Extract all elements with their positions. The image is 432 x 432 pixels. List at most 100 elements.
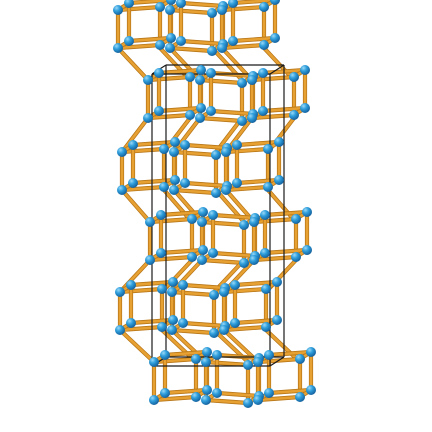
- atom-sphere: [115, 287, 125, 297]
- atom-sphere: [185, 110, 195, 120]
- bond-rod: [211, 251, 257, 258]
- atom-sphere: [289, 72, 299, 82]
- atom-sphere: [197, 217, 207, 227]
- bond-rod: [162, 188, 194, 224]
- atom-sphere: [185, 72, 195, 82]
- atom-sphere: [212, 350, 222, 360]
- atom-sphere: [170, 137, 180, 147]
- atom-sphere: [165, 43, 175, 53]
- atom-sphere: [237, 116, 247, 126]
- atom-sphere: [113, 43, 123, 53]
- bond-rod: [252, 217, 298, 224]
- bond-rod: [179, 39, 225, 46]
- atom-sphere: [201, 357, 211, 367]
- atom-sphere: [237, 78, 247, 88]
- atom-sphere: [232, 140, 242, 150]
- atom-sphere: [128, 178, 138, 188]
- atom-sphere: [206, 68, 216, 78]
- atom-sphere: [270, 0, 280, 5]
- atom-sphere: [209, 328, 219, 338]
- bond-rod: [146, 113, 192, 120]
- atom-sphere: [306, 385, 316, 395]
- bond-rod: [204, 398, 250, 405]
- atom-sphere: [113, 5, 123, 15]
- atom-sphere: [176, 36, 186, 46]
- bond-rod: [120, 188, 152, 224]
- atom-sphere: [124, 0, 134, 8]
- atom-sphere: [180, 178, 190, 188]
- atom-sphere: [156, 248, 166, 258]
- atom-sphere: [219, 287, 229, 297]
- atom-sphere: [259, 2, 269, 12]
- bond-rod: [209, 109, 255, 116]
- atom-sphere: [208, 210, 218, 220]
- bond-rod: [179, 1, 225, 8]
- atom-sphere: [145, 255, 155, 265]
- atom-sphere: [264, 388, 274, 398]
- atom-sphere: [156, 210, 166, 220]
- atom-sphere: [154, 68, 164, 78]
- atom-sphere: [211, 150, 221, 160]
- atom-sphere: [232, 178, 242, 188]
- bond-rod: [250, 75, 296, 82]
- atom-sphere: [167, 287, 177, 297]
- atom-sphere: [289, 110, 299, 120]
- atom-sphere: [272, 277, 282, 287]
- bond-rod: [183, 181, 229, 188]
- bond-rod: [152, 357, 198, 364]
- atom-sphere: [155, 40, 165, 50]
- bond-rod: [146, 75, 192, 82]
- atom-sphere: [221, 147, 231, 157]
- atom-sphere: [263, 182, 273, 192]
- atom-sphere: [217, 5, 227, 15]
- bond-rod: [118, 287, 164, 294]
- atom-sphere: [261, 284, 271, 294]
- bond-rod: [231, 36, 277, 43]
- atom-sphere: [295, 392, 305, 402]
- atom-sphere: [180, 140, 190, 150]
- bond-rod: [222, 287, 268, 294]
- atom-sphere: [157, 284, 167, 294]
- atom-sphere: [155, 2, 165, 12]
- atom-sphere: [253, 395, 263, 405]
- bond-rod: [118, 325, 164, 332]
- bond-rod: [183, 143, 229, 150]
- atom-sphere: [249, 255, 259, 265]
- atom-sphere: [206, 106, 216, 116]
- atom-sphere: [195, 75, 205, 85]
- atom-sphere: [211, 188, 221, 198]
- atom-sphere: [197, 255, 207, 265]
- atom-sphere: [274, 137, 284, 147]
- bond-rod: [181, 283, 227, 290]
- bond-rod: [168, 46, 214, 53]
- atom-sphere: [306, 347, 316, 357]
- bond-rod: [120, 185, 166, 192]
- atom-sphere: [191, 392, 201, 402]
- atom-sphere: [160, 388, 170, 398]
- bond-rod: [200, 258, 246, 265]
- bond-rod: [116, 5, 162, 12]
- bond-rod: [170, 328, 216, 335]
- atom-sphere: [261, 322, 271, 332]
- bond-rod: [163, 350, 209, 357]
- atom-sphere: [295, 354, 305, 364]
- atom-sphere: [167, 325, 177, 335]
- atom-sphere: [260, 248, 270, 258]
- atom-sphere: [201, 395, 211, 405]
- atom-sphere: [126, 280, 136, 290]
- atom-sphere: [258, 68, 268, 78]
- bond-rod: [172, 188, 218, 195]
- atom-sphere: [272, 315, 282, 325]
- unit-cell-edge: [269, 64, 285, 75]
- bond-rod: [235, 140, 281, 147]
- atom-sphere: [115, 325, 125, 335]
- bond-rod: [198, 116, 244, 123]
- bond-rod: [163, 388, 209, 395]
- bond-rod: [116, 46, 150, 82]
- atom-sphere: [169, 185, 179, 195]
- atom-sphere: [191, 354, 201, 364]
- atom-sphere: [149, 395, 159, 405]
- atom-sphere: [219, 325, 229, 335]
- atom-sphere: [187, 214, 197, 224]
- atom-sphere: [207, 8, 217, 18]
